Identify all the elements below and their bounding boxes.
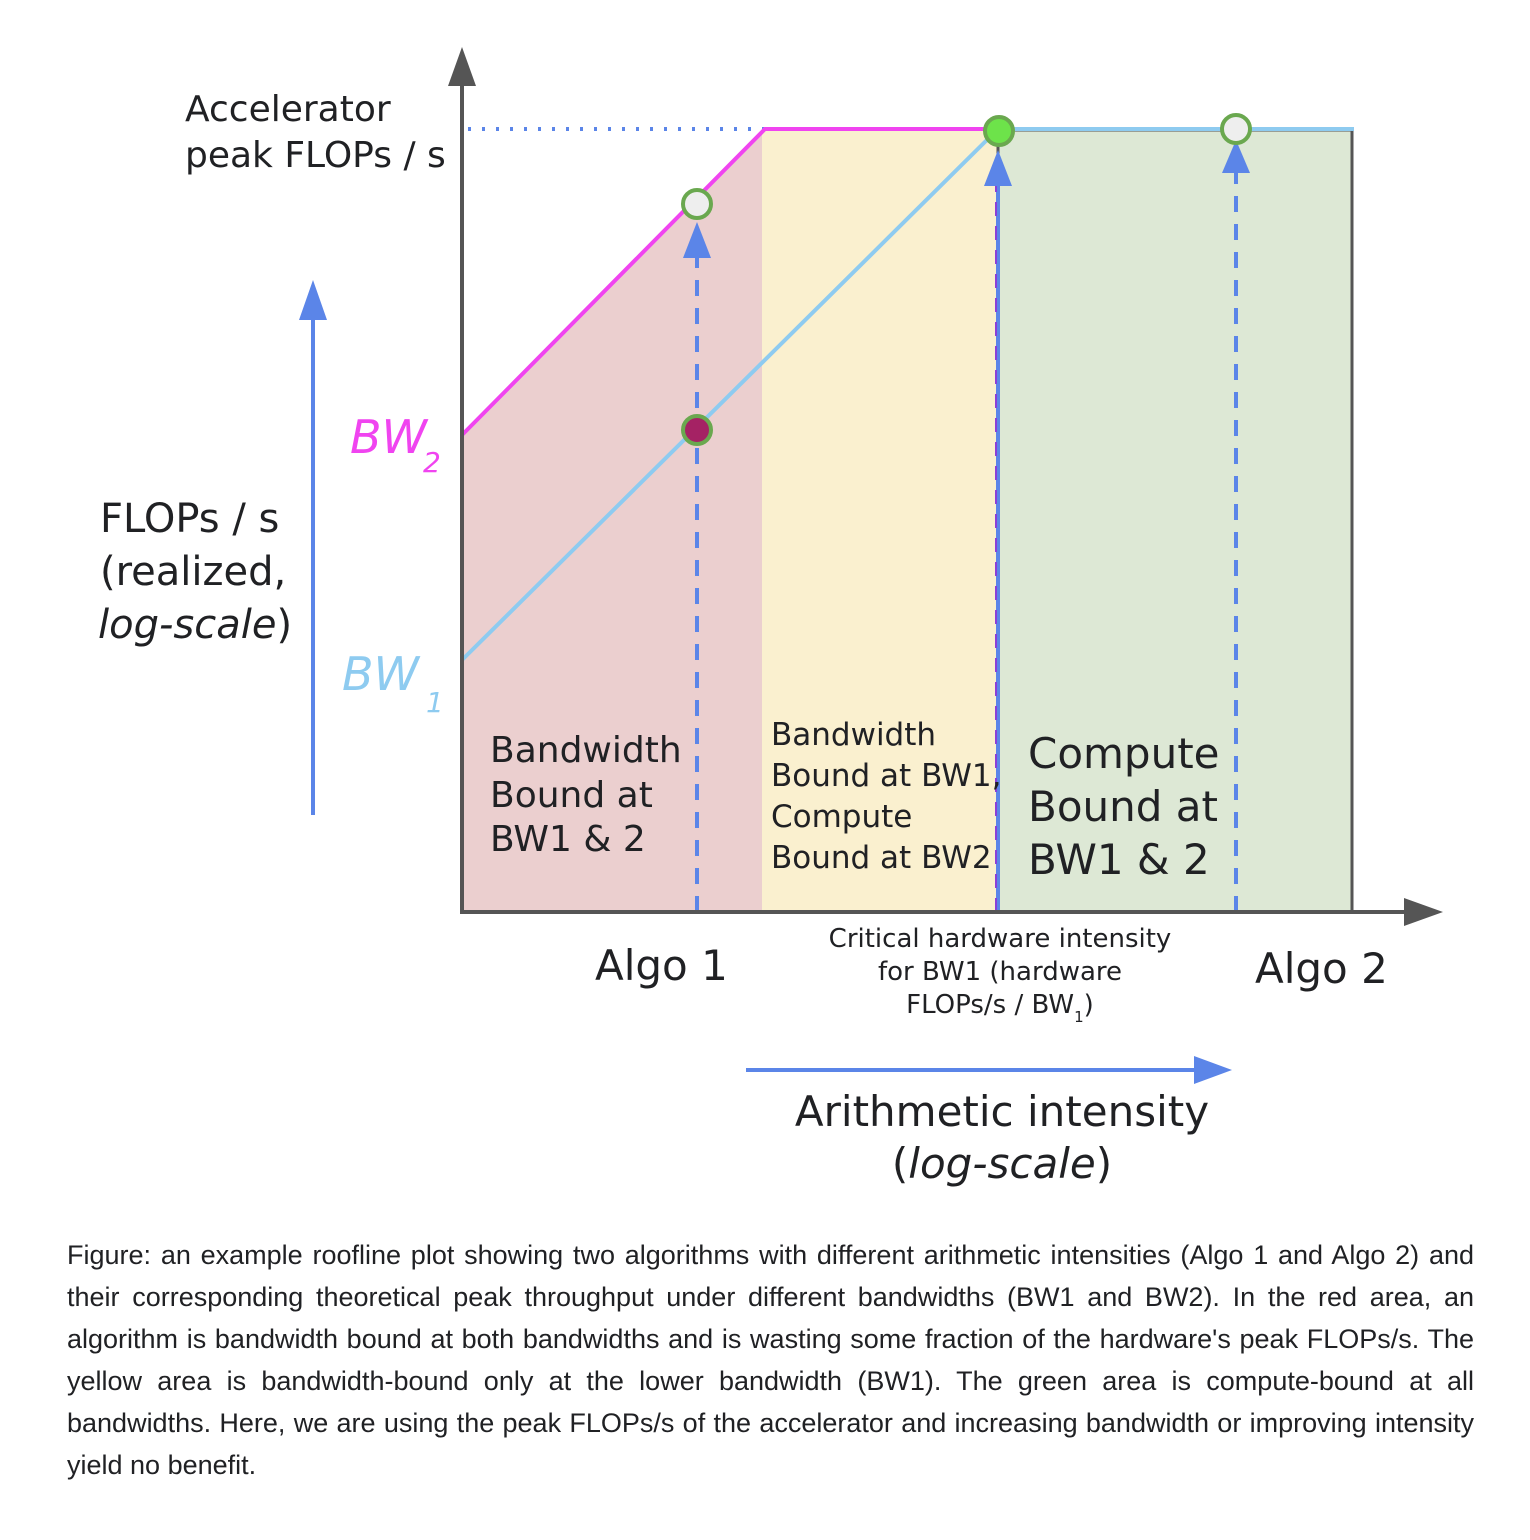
- bw2-roofline: [460, 127, 998, 437]
- red-region-label-2: Bound at: [490, 775, 653, 816]
- red-region-label-3: BW1 & 2: [490, 819, 646, 860]
- algo1-bw2-point: [681, 188, 713, 220]
- y-axis-label-line2: (realized,: [100, 549, 286, 595]
- x-axis-arrowhead: [1404, 898, 1443, 926]
- bw2-label: BW2: [350, 410, 441, 479]
- roofline-diagram: Accelerator peak FLOPs / s BW2 BW1 FLOPs…: [98, 47, 1443, 1188]
- figure-caption: Figure: an example roofline plot showing…: [67, 1234, 1474, 1486]
- algo2-label: Algo 2: [1255, 944, 1388, 993]
- yellow-region-label-3: Compute: [771, 799, 912, 835]
- critical-label-2: for BW1 (hardware: [878, 957, 1122, 987]
- peak-label-line2: peak FLOPs / s: [185, 135, 446, 176]
- green-region-label-3: BW1 & 2: [1028, 835, 1210, 884]
- green-region: [996, 128, 1354, 914]
- yellow-region-label-2: Bound at BW1,: [771, 758, 1001, 794]
- y-axis-label-line1: FLOPs / s: [100, 496, 279, 542]
- green-region-label-1: Compute: [1028, 729, 1220, 778]
- caption-text: an example roofline plot showing two alg…: [67, 1240, 1474, 1480]
- algo1-arrowhead: [683, 222, 711, 258]
- intensity-arrowhead: [1194, 1056, 1232, 1084]
- x-axis-label-2: (log-scale): [892, 1139, 1112, 1188]
- algo2-arrowhead: [1222, 140, 1250, 173]
- peak-label-line1: Accelerator: [185, 89, 391, 130]
- green-region-label-2: Bound at: [1028, 782, 1218, 831]
- critical-label-1: Critical hardware intensity: [829, 924, 1172, 954]
- critical-arrowhead: [984, 150, 1012, 186]
- flops-arrowhead: [299, 280, 327, 320]
- algo1-bw1-point: [681, 414, 713, 446]
- algo2-peak-point: [1220, 113, 1252, 145]
- critical-label-3: FLOPs/s / BW1): [906, 990, 1094, 1026]
- yellow-region-label-1: Bandwidth: [771, 717, 936, 753]
- red-region: [462, 132, 762, 912]
- y-axis-arrowhead: [448, 47, 476, 86]
- algo1-label: Algo 1: [595, 941, 728, 990]
- x-axis-label-1: Arithmetic intensity: [795, 1087, 1209, 1136]
- red-region-label-1: Bandwidth: [490, 730, 682, 771]
- caption-lead: Figure:: [67, 1240, 152, 1270]
- y-axis-label-line3: log-scale): [98, 602, 292, 648]
- critical-peak-point: [983, 115, 1015, 147]
- yellow-region: [762, 130, 998, 912]
- bw1-label: BW1: [342, 647, 444, 719]
- yellow-region-label-4: Bound at BW2: [771, 840, 992, 876]
